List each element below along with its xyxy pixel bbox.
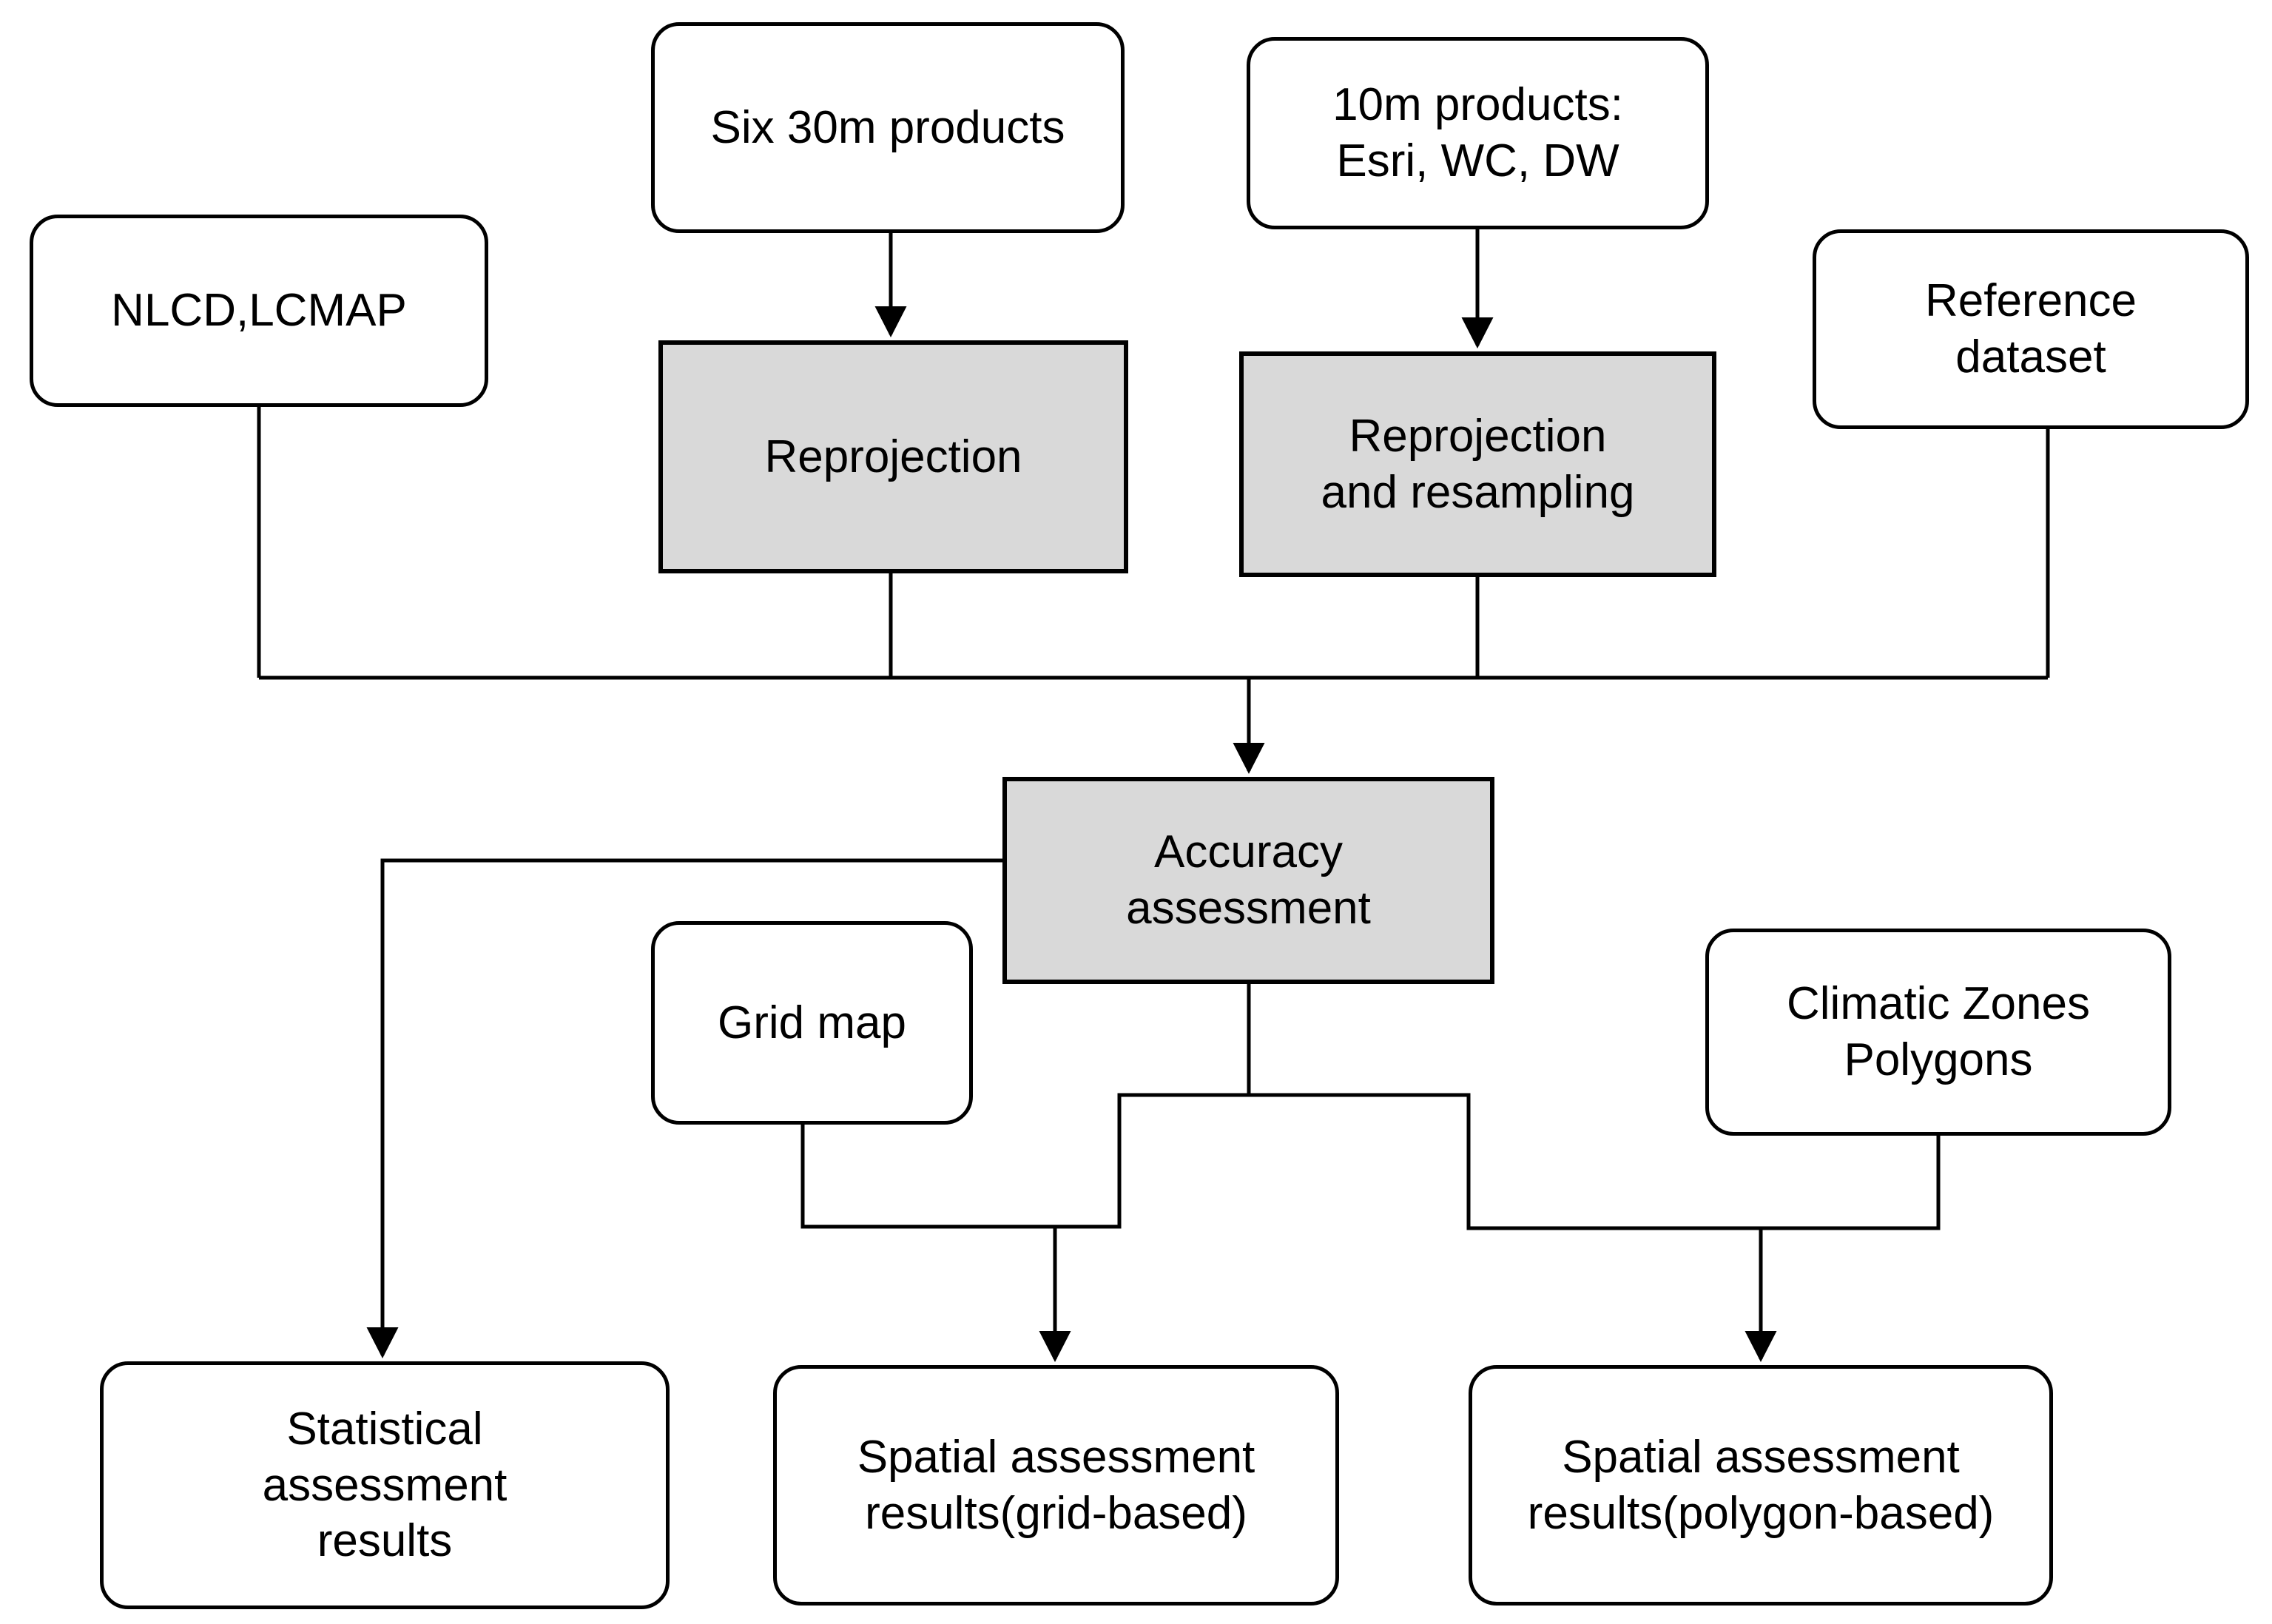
node-grid-map[interactable]: Grid map <box>651 921 973 1125</box>
node-label-accuracy-assessment: Accuracy assessment <box>1126 826 1371 934</box>
node-label-reprojection-and-resampling: Reprojection and resampling <box>1321 410 1635 518</box>
node-label-reference-dataset: Reference dataset <box>1924 275 2137 383</box>
node-label-spatial-results-grid: Spatial assessment results(grid-based) <box>857 1431 1255 1539</box>
edge-accuracy-split-left <box>1039 1093 1249 1363</box>
node-reprojection[interactable]: Reprojection <box>658 340 1128 573</box>
node-label-spatial-results-polygon: Spatial assessment results(polygon-based… <box>1527 1431 1995 1539</box>
node-climatic-zones-polygons[interactable]: Climatic Zones Polygons <box>1705 929 2171 1136</box>
node-label-grid-map: Grid map <box>718 997 906 1048</box>
node-ten-m-products[interactable]: 10m products: Esri, WC, DW <box>1247 37 1709 229</box>
node-label-nlcd-lcmap: NLCD,LCMAP <box>111 285 407 337</box>
edge-climatic-to-spatial-polygon <box>1761 1136 1941 1230</box>
node-label-six-30m-products: Six 30m products <box>710 101 1065 153</box>
node-label-statistical-assessment-results: Statistical assessment results <box>262 1404 508 1567</box>
node-label-climatic-zones-polygons: Climatic Zones Polygons <box>1787 978 2090 1085</box>
node-accuracy-assessment[interactable]: Accuracy assessment <box>1002 777 1494 984</box>
node-spatial-results-grid[interactable]: Spatial assessment results(grid-based) <box>773 1365 1339 1606</box>
node-spatial-results-polygon[interactable]: Spatial assessment results(polygon-based… <box>1469 1365 2053 1606</box>
node-reprojection-and-resampling[interactable]: Reprojection and resampling <box>1239 351 1716 577</box>
edge-gridmap-to-spatial-grid <box>800 1125 1055 1229</box>
node-six-30m-products[interactable]: Six 30m products <box>651 22 1125 233</box>
node-label-reprojection: Reprojection <box>764 431 1022 482</box>
node-reference-dataset[interactable]: Reference dataset <box>1813 229 2249 429</box>
node-statistical-assessment-results[interactable]: Statistical assessment results <box>100 1361 670 1609</box>
node-nlcd-lcmap[interactable]: NLCD,LCMAP <box>30 215 488 407</box>
edge-accuracy-split-right <box>1249 1093 1777 1363</box>
node-label-ten-m-products: 10m products: Esri, WC, DW <box>1332 79 1623 186</box>
